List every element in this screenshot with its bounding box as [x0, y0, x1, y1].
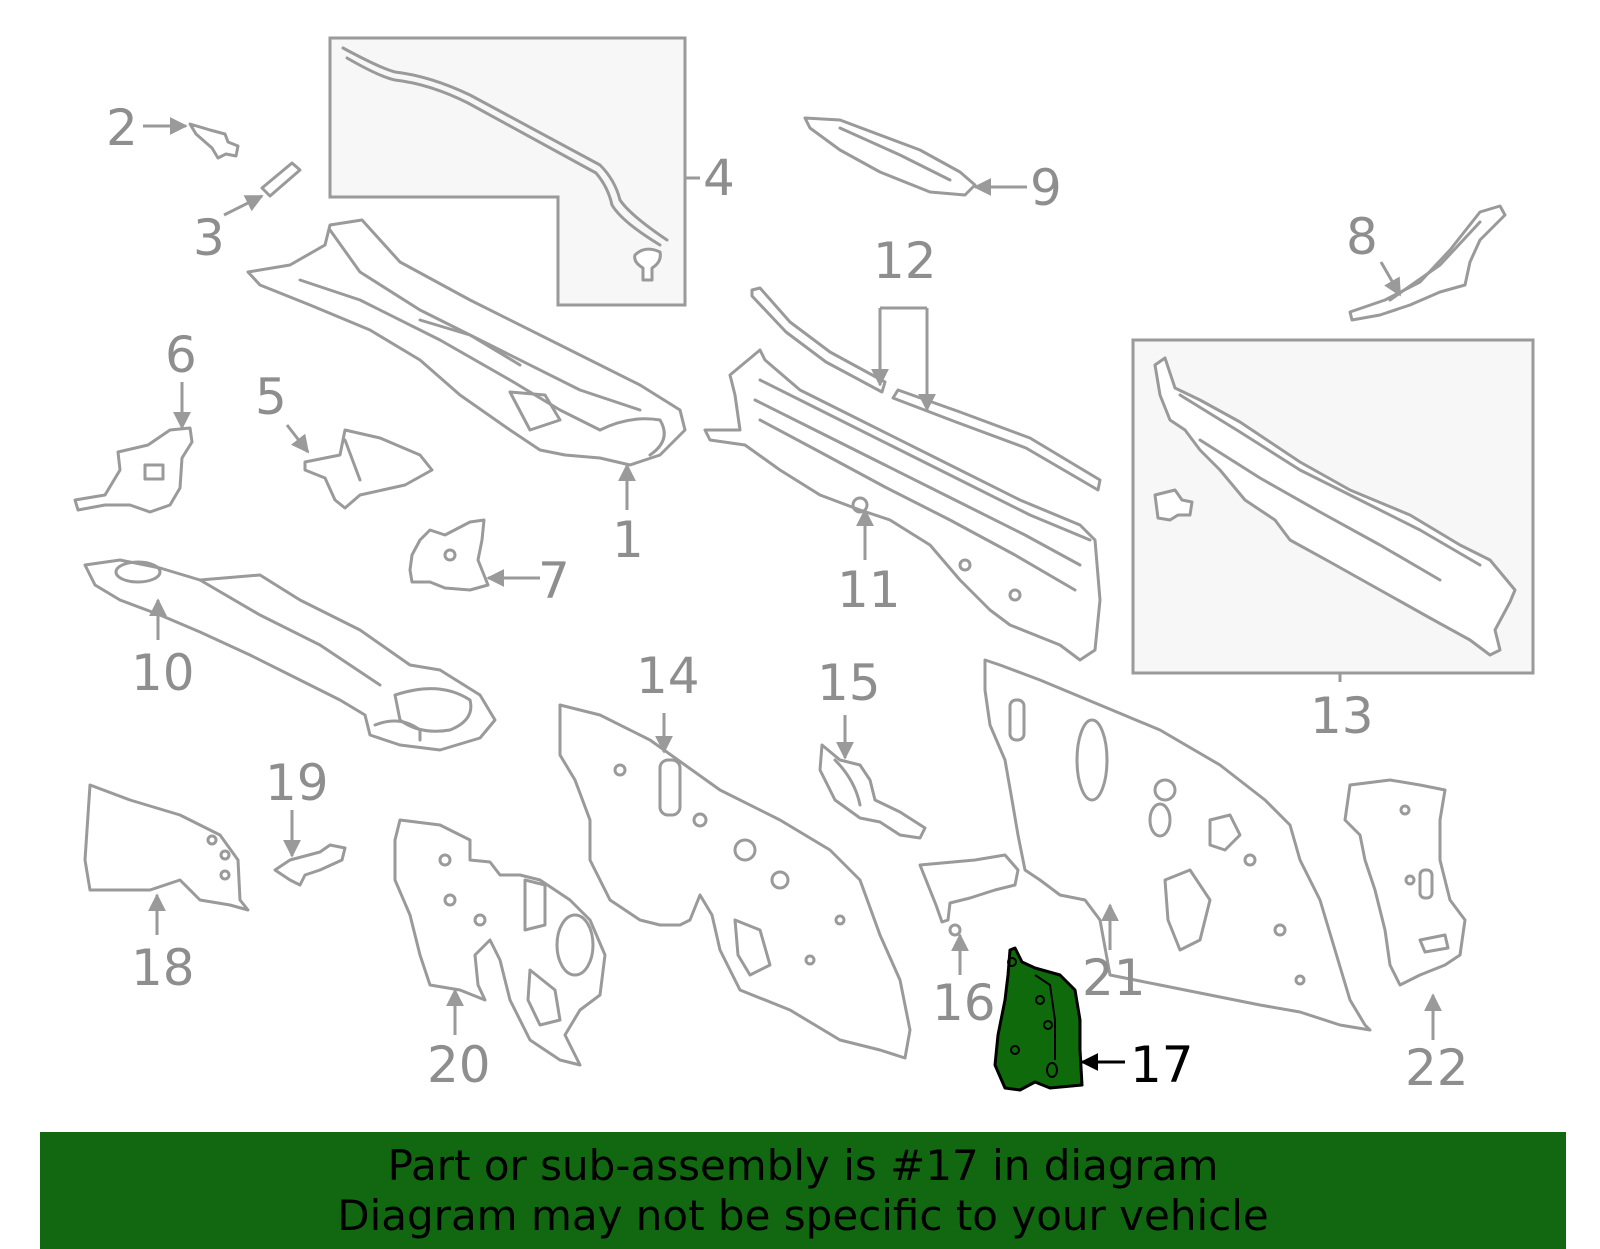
part-14-insulator[interactable] — [558, 703, 912, 1060]
part-13-inset[interactable] — [1131, 338, 1535, 675]
part-4-inset[interactable] — [328, 36, 687, 307]
callout-3: 3 — [193, 209, 225, 267]
part-22-insulator[interactable] — [1343, 778, 1467, 987]
callout-10: 10 — [131, 644, 195, 702]
callout-9: 9 — [1030, 159, 1062, 217]
part-16-bracket[interactable] — [918, 853, 1020, 937]
callout-15: 15 — [817, 654, 881, 712]
callout-7: 7 — [538, 552, 570, 610]
part-11-cowl-panel[interactable] — [703, 348, 1102, 662]
callout-6: 6 — [165, 326, 197, 384]
callout-12: 12 — [873, 232, 937, 290]
info-banner: Part or sub-assembly is #17 in diagram D… — [40, 1132, 1566, 1249]
part-21-dash-panel[interactable] — [983, 658, 1372, 1032]
callout-14: 14 — [636, 647, 700, 705]
callout-5: 5 — [255, 368, 287, 426]
callout-16: 16 — [932, 974, 996, 1032]
part-1-cowl-top[interactable] — [246, 218, 687, 467]
part-6-bracket[interactable] — [73, 426, 194, 514]
callout-1: 1 — [612, 511, 644, 569]
callout-19: 19 — [265, 754, 329, 812]
callout-4: 4 — [703, 149, 735, 207]
part-9-panel[interactable] — [803, 116, 977, 197]
part-15-bracket[interactable] — [818, 743, 927, 840]
part-17-highlighted[interactable] — [993, 946, 1084, 1092]
banner-line-2: Diagram may not be specific to your vehi… — [337, 1190, 1269, 1240]
part-5-bracket[interactable] — [303, 428, 434, 510]
callout-8: 8 — [1346, 208, 1378, 266]
part-18-insulator[interactable] — [83, 783, 250, 912]
callout-11: 11 — [837, 561, 901, 619]
part-20-insulator[interactable] — [393, 818, 607, 1067]
part-19-clip[interactable] — [273, 843, 347, 887]
callout-13: 13 — [1310, 687, 1374, 745]
part-3-seal[interactable] — [260, 161, 302, 198]
callout-21: 21 — [1082, 949, 1146, 1007]
part-7-bracket[interactable] — [408, 518, 490, 592]
callout-18: 18 — [131, 939, 195, 997]
callout-17: 17 — [1130, 1036, 1194, 1094]
callout-20: 20 — [427, 1036, 491, 1094]
banner-line-1: Part or sub-assembly is #17 in diagram — [387, 1140, 1219, 1190]
callout-2: 2 — [106, 99, 138, 157]
part-2-clip[interactable] — [188, 122, 240, 160]
part-8-bracket[interactable] — [1348, 204, 1507, 322]
callout-labels: 1 2 3 4 5 6 7 8 9 10 11 12 13 14 15 16 1… — [106, 99, 1469, 1097]
part-10-cowl-lower[interactable] — [83, 558, 497, 752]
leader-lines — [143, 117, 1442, 1071]
callout-22: 22 — [1405, 1039, 1469, 1097]
